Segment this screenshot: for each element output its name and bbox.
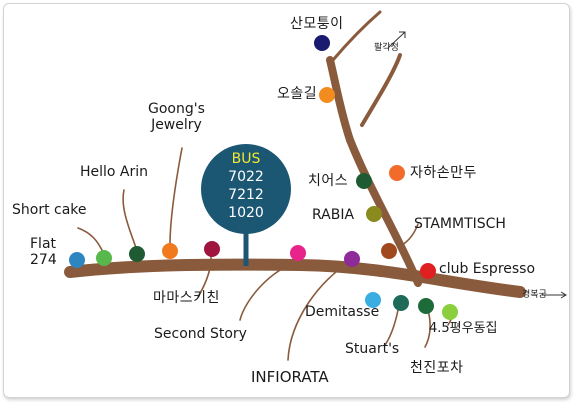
dot-cheonjin-pocha bbox=[418, 298, 434, 314]
dot-osolgil bbox=[319, 87, 335, 103]
label-sanmotungi: 산모퉁이 bbox=[290, 16, 344, 32]
dot-infiorata bbox=[344, 251, 360, 267]
place-dots bbox=[69, 35, 458, 320]
dot-club-espresso bbox=[420, 263, 436, 279]
label-stammtisch: STAMMTISCH bbox=[414, 216, 506, 232]
label-rabia: RABIA bbox=[312, 207, 355, 223]
label-gyeongbokgung: 경복궁 bbox=[522, 290, 547, 300]
dot-goongs-jewelry bbox=[162, 243, 178, 259]
dot-sanmotungi bbox=[314, 35, 330, 51]
dot-rabia bbox=[366, 206, 382, 222]
label-palgakjeong: 팔각정 bbox=[374, 43, 399, 53]
leader-lines bbox=[77, 147, 453, 361]
label-infiorata: INFIORATA bbox=[251, 368, 329, 386]
label-demitasse: Demitasse bbox=[305, 304, 380, 320]
bus-sign-title: BUS bbox=[231, 151, 261, 167]
dot-demitasse bbox=[365, 292, 381, 308]
label-short-cake: Short cake bbox=[12, 202, 87, 218]
dot-short-cake bbox=[96, 250, 112, 266]
label-club-espresso: club Espresso bbox=[439, 261, 536, 277]
branch-road-fork-right bbox=[360, 53, 402, 127]
bus-route-3: 1020 bbox=[228, 205, 264, 221]
label-mamas-kitchen: 마마스키친 bbox=[153, 290, 220, 306]
label-4-5-udon: 4.5평우동집 bbox=[429, 321, 498, 336]
label-stuarts: Stuart's bbox=[345, 341, 400, 357]
dot-stammtisch bbox=[381, 243, 397, 259]
label-cheonjin-pocha: 천진포차 bbox=[410, 360, 464, 376]
north-arrow bbox=[387, 31, 406, 49]
label-osolgil: 오솔길 bbox=[277, 86, 318, 102]
dot-flat-274 bbox=[69, 252, 85, 268]
bus-sign bbox=[201, 144, 291, 234]
label-jahason-mandu: 자하손만두 bbox=[410, 165, 477, 181]
dot-second-story bbox=[290, 245, 306, 261]
label-second-story: Second Story bbox=[154, 326, 247, 342]
label-goongs-jewelry: Goong's Jewelry bbox=[148, 101, 205, 133]
dot-hello-arin bbox=[129, 246, 145, 262]
dot-mamas-kitchen bbox=[204, 241, 220, 257]
main-road bbox=[64, 258, 526, 298]
branch-road bbox=[326, 56, 422, 287]
bus-sign-text: BUS 7022 7212 1020 bbox=[204, 150, 288, 222]
east-arrow bbox=[542, 291, 567, 299]
bus-route-2: 7212 bbox=[228, 187, 264, 203]
branch-road-fork-top bbox=[331, 10, 382, 62]
dot-cheers bbox=[356, 173, 372, 189]
dot-4-5-udon bbox=[442, 304, 458, 320]
label-hello-arin: Hello Arin bbox=[80, 164, 149, 180]
dot-stuarts bbox=[393, 295, 409, 311]
dot-jahason-mandu bbox=[389, 165, 405, 181]
label-flat-274: Flat 274 bbox=[30, 236, 57, 268]
label-cheers: 치어스 bbox=[308, 173, 349, 189]
bus-route-1: 7022 bbox=[228, 169, 264, 185]
